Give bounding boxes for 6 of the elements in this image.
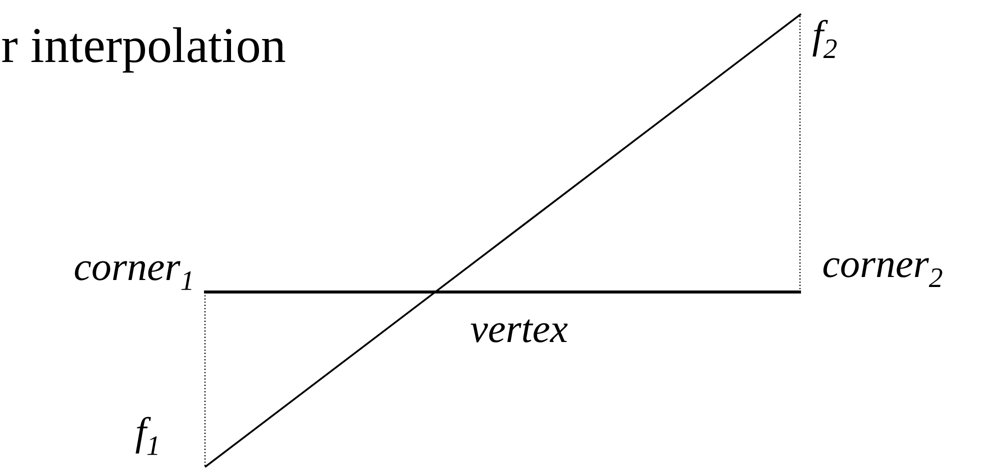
title: r interpolation bbox=[2, 27, 286, 73]
math-label: f$_{2}$ bbox=[812, 20, 837, 58]
math-label: vertex bbox=[470, 319, 568, 342]
math-label: corner$_{2}$ bbox=[823, 258, 942, 287]
math-label: f$_{1}$ bbox=[136, 416, 158, 455]
math-label: corner$_{1}$ bbox=[74, 261, 192, 290]
